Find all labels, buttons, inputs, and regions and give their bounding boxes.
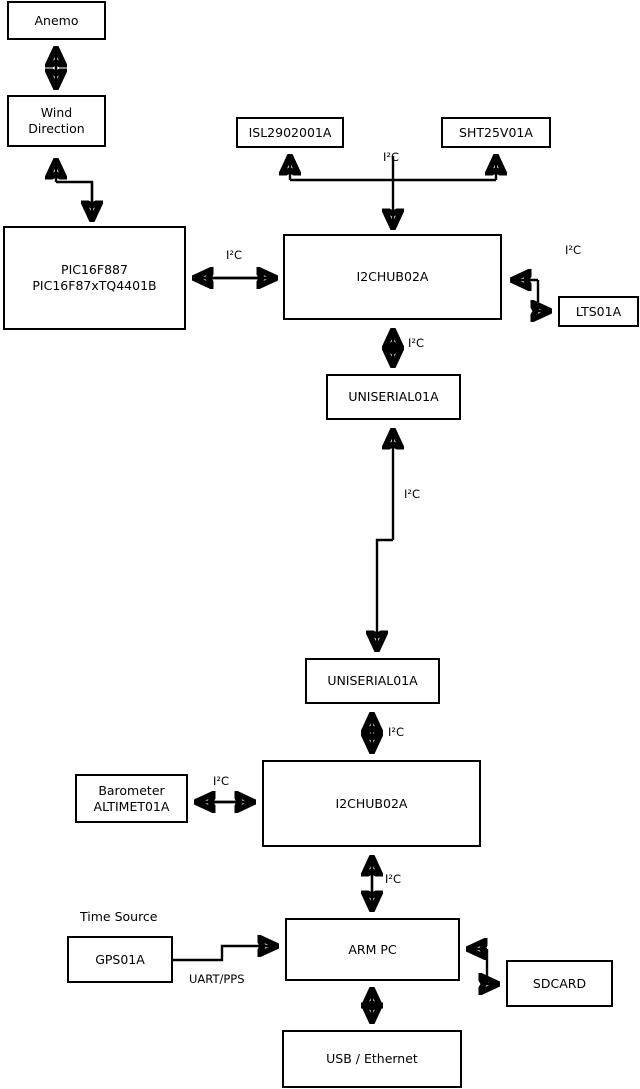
node-gps01a[interactable]: GPS01A [67,936,173,983]
wire-gps-arm [173,946,277,962]
edge-label-hub-lts: I²C [565,243,582,257]
edge-label-sensors-hub: I²C [383,150,400,164]
edge-label-hub-uniserial: I²C [408,336,425,350]
node-anemo[interactable]: Anemo [7,1,106,40]
node-uniserial01a-lower[interactable]: UNISERIAL01A [305,658,440,704]
node-arm-pc[interactable]: ARM PC [285,918,460,981]
wire-arm-sdcard-elbow [487,949,498,984]
wire-hub-lts-elbow [538,280,550,311]
edge-label-barometer-hub2: I²C [213,774,230,788]
node-barometer-altimet01a[interactable]: Barometer ALTIMET01A [75,774,188,823]
node-pic-microcontroller[interactable]: PIC16F887 PIC16F87xTQ4401B [3,226,186,330]
edge-label-gps-armpc: UART/PPS [189,972,245,986]
node-isl2902001a[interactable]: ISL2902001A [236,117,344,148]
node-i2chub02a-top[interactable]: I2CHUB02A [283,234,502,320]
node-lts01a[interactable]: LTS01A [558,296,639,327]
node-i2chub02a-bottom[interactable]: I2CHUB02A [262,760,481,847]
node-usb-ethernet[interactable]: USB / Ethernet [282,1030,462,1088]
label-time-source: Time Source [80,909,158,924]
node-sdcard[interactable]: SDCARD [506,960,613,1007]
node-uniserial01a-upper[interactable]: UNISERIAL01A [326,374,461,420]
node-wind-direction[interactable]: Wind Direction [7,95,106,147]
edge-label-uniserial2-hub2: I²C [388,725,405,739]
edge-label-uniserial-link: I²C [404,487,421,501]
edge-label-hub2-armpc: I²C [385,872,402,886]
node-sht25v01a[interactable]: SHT25V01A [441,117,551,148]
edge-label-pic-hub: I²C [226,248,243,262]
wire-uniserial-link-elbow [377,538,393,650]
wire-pic-wind-2 [56,180,94,218]
